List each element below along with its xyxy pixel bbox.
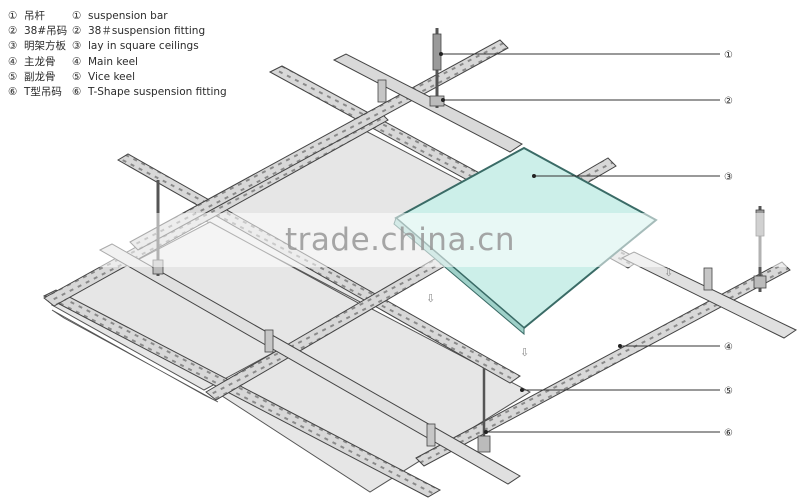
suspension-fitting xyxy=(264,329,274,353)
callout-2: ② xyxy=(441,96,733,107)
callout-4: ④ xyxy=(618,342,733,353)
main-keel xyxy=(415,261,791,467)
suspension-bar xyxy=(477,368,491,453)
callout-label: ③ xyxy=(724,172,733,183)
callout-1: ① xyxy=(439,50,733,61)
callout-label: ⑤ xyxy=(724,386,733,397)
suspension-fitting xyxy=(703,267,713,291)
callout-6: ⑥ xyxy=(484,428,733,439)
watermark-band: trade.china.cn xyxy=(0,213,800,267)
carrying-channel xyxy=(332,53,523,153)
down-arrow-icon: ⇩ xyxy=(520,346,529,359)
vice-keel xyxy=(42,289,442,498)
watermark-text: trade.china.cn xyxy=(285,222,515,258)
suspension-fitting xyxy=(377,79,387,103)
ceiling-panel-front-left xyxy=(51,309,219,403)
callout-label: ⑥ xyxy=(724,428,733,439)
callout-label: ① xyxy=(724,50,733,61)
callout-5: ⑤ xyxy=(520,386,733,397)
suspension-fitting xyxy=(426,423,436,447)
down-arrow-icon: ⇩ xyxy=(426,292,435,305)
callout-label: ④ xyxy=(724,342,733,353)
callout-label: ② xyxy=(724,96,733,107)
down-arrow-icon: ⇩ xyxy=(664,266,673,279)
suspension-bar xyxy=(429,28,445,108)
callout-3: ③ xyxy=(532,172,733,183)
